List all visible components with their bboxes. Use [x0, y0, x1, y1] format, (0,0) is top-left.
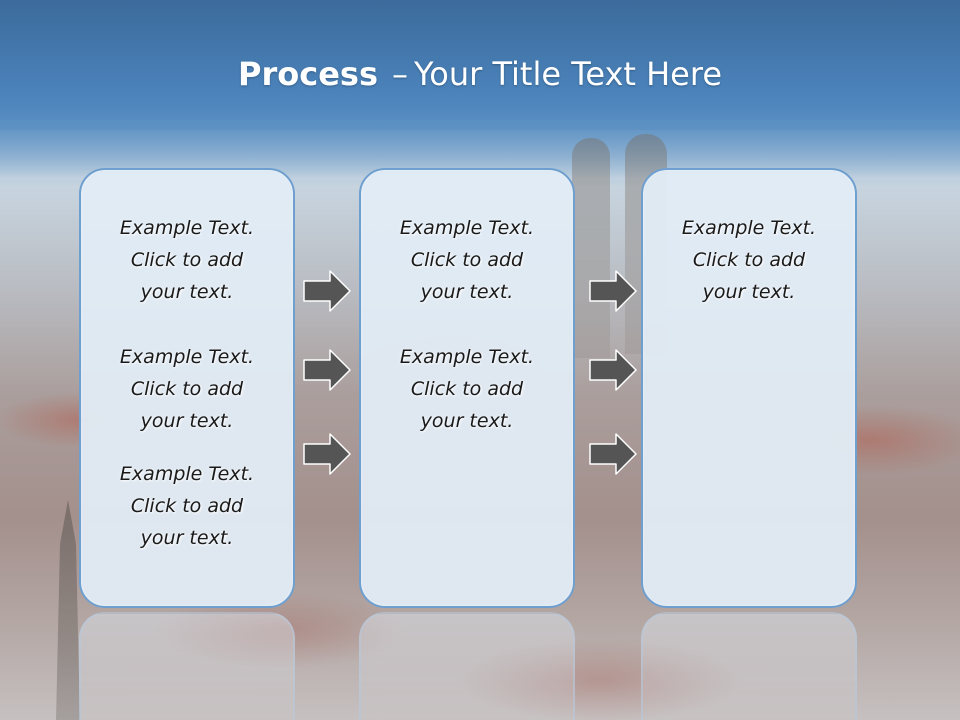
text-line: your text.: [140, 527, 234, 549]
panel-text-block[interactable]: Example Text. Click to add your text.: [81, 212, 293, 308]
panel-text-block[interactable]: Example Text. Click to add your text.: [643, 212, 855, 308]
title-bold-text: Process: [238, 55, 378, 93]
arrow-right-icon[interactable]: [588, 348, 638, 392]
sky-background: [0, 0, 960, 130]
panel-reflection: [359, 612, 575, 720]
panel-text-block[interactable]: Example Text. Click to add your text.: [361, 341, 573, 437]
arrow-right-icon[interactable]: [302, 432, 352, 476]
text-line: Click to add: [130, 495, 244, 517]
text-line: Example Text.: [399, 217, 535, 239]
text-line: Click to add: [692, 249, 806, 271]
panel-reflection: [641, 612, 857, 720]
text-line: Example Text.: [399, 346, 535, 368]
panel-text-block[interactable]: Example Text. Click to add your text.: [361, 212, 573, 308]
text-line: your text.: [140, 281, 234, 303]
panel-reflection: [79, 612, 295, 720]
arrow-right-icon[interactable]: [302, 269, 352, 313]
arrow-right-icon[interactable]: [588, 432, 638, 476]
text-line: your text.: [420, 410, 514, 432]
text-line: your text.: [702, 281, 796, 303]
process-panel-3[interactable]: Example Text. Click to add your text.: [641, 168, 857, 608]
arrow-right-icon[interactable]: [302, 348, 352, 392]
slide-title[interactable]: Process–Your Title Text Here: [0, 55, 960, 93]
title-dash: –: [391, 55, 408, 93]
arrow-right-icon[interactable]: [588, 269, 638, 313]
panel-text-block[interactable]: Example Text. Click to add your text.: [81, 341, 293, 437]
process-panel-1[interactable]: Example Text. Click to add your text. Ex…: [79, 168, 295, 608]
text-line: Click to add: [410, 378, 524, 400]
process-panel-2[interactable]: Example Text. Click to add your text. Ex…: [359, 168, 575, 608]
text-line: Example Text.: [681, 217, 817, 239]
text-line: Click to add: [130, 378, 244, 400]
title-rest-text: Your Title Text Here: [413, 55, 722, 93]
text-line: Example Text.: [119, 463, 255, 485]
panel-text-block[interactable]: Example Text. Click to add your text.: [81, 458, 293, 554]
text-line: Click to add: [130, 249, 244, 271]
text-line: Example Text.: [119, 217, 255, 239]
text-line: Example Text.: [119, 346, 255, 368]
text-line: your text.: [420, 281, 514, 303]
text-line: your text.: [140, 410, 234, 432]
church-tower-left: [572, 138, 610, 358]
text-line: Click to add: [410, 249, 524, 271]
